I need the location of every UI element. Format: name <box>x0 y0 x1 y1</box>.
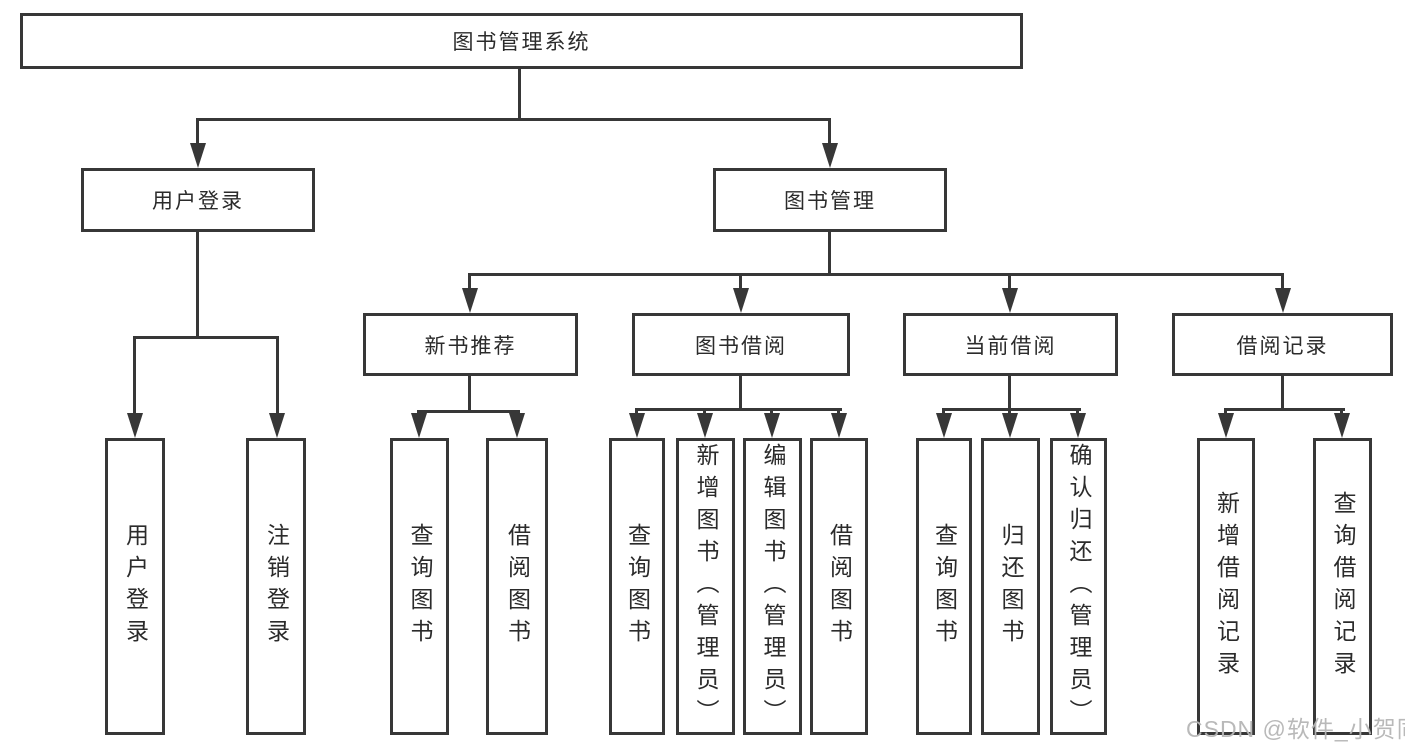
connector-user-login-bus <box>133 336 279 339</box>
node-book-management: 图书管理 <box>713 168 947 232</box>
connector-arrow-shaft-leaf-user-login <box>133 336 136 418</box>
connector-arrow-shaft-borrow-record <box>1281 273 1284 295</box>
leaf-query-book-borrow: 查询图书 <box>609 438 665 735</box>
connector-arrow-shaft-new-book <box>468 273 471 295</box>
leaf-label: 用户登录 <box>122 522 149 651</box>
node-label: 图书管理 <box>784 190 876 213</box>
node-label: 用户登录 <box>152 190 244 213</box>
connector-level3-bus <box>468 273 1284 276</box>
arrowhead-leaf-logout <box>269 413 285 438</box>
node-borrow-record: 借阅记录 <box>1172 313 1393 376</box>
connector-arrow-shaft-current-borrow <box>1008 273 1011 295</box>
leaf-label: 查询图书 <box>931 522 958 651</box>
csdn-watermark: CSDN @软件_小贺同学 <box>1186 716 1405 742</box>
arrowhead-add-record <box>1218 413 1234 438</box>
node-label: 图书借阅 <box>695 334 787 358</box>
arrowhead-query-record <box>1334 413 1350 438</box>
node-library-system: 图书管理系统 <box>20 13 1023 69</box>
node-book-borrow: 图书借阅 <box>632 313 850 376</box>
leaf-query-book-current: 查询图书 <box>916 438 972 735</box>
connector-arrow-shaft-book-management <box>828 118 831 148</box>
connector-new-book-bus <box>417 410 520 413</box>
leaf-edit-book-admin: 编辑图书（管理员） <box>743 438 802 735</box>
arrowhead-query-book-c <box>936 413 952 438</box>
connector-borrow-record-bus <box>1224 408 1345 411</box>
arrowhead-query-book-a <box>411 413 427 438</box>
leaf-label: 查询借阅记录 <box>1330 490 1356 683</box>
arrowhead-current-borrow <box>1002 288 1018 313</box>
arrowhead-new-book <box>462 288 478 313</box>
leaf-user-login: 用户登录 <box>105 438 165 735</box>
node-label: 当前借阅 <box>964 334 1057 358</box>
leaf-borrow-book-recommend: 借阅图书 <box>486 438 548 735</box>
connector-book-management-stem <box>828 232 831 276</box>
arrowhead-confirm-return <box>1070 413 1086 438</box>
arrowhead-borrow-record <box>1275 288 1291 313</box>
leaf-query-borrow-record: 查询借阅记录 <box>1313 438 1372 735</box>
connector-arrow-shaft-user-login <box>196 118 199 148</box>
connector-arrow-shaft-leaf-logout <box>276 336 279 418</box>
leaf-label: 新增图书（管理员） <box>693 442 719 731</box>
node-label: 借阅记录 <box>1236 334 1329 358</box>
arrowhead-borrow-book-a <box>509 413 525 438</box>
connector-borrow-record-stem <box>1281 376 1284 410</box>
connector-root-bus <box>197 118 831 121</box>
connector-arrow-shaft-book-borrow <box>739 273 742 295</box>
node-new-book-recommend: 新书推荐 <box>363 313 578 376</box>
connector-book-borrow-bus <box>635 408 842 411</box>
leaf-label: 借阅图书 <box>504 522 531 651</box>
leaf-confirm-return-admin: 确认归还（管理员） <box>1050 438 1107 735</box>
leaf-label: 查询图书 <box>624 522 651 651</box>
node-label: 图书管理系统 <box>452 31 591 54</box>
leaf-label: 查询图书 <box>407 522 433 651</box>
leaf-borrow-book: 借阅图书 <box>810 438 868 735</box>
arrowhead-book-borrow <box>733 288 749 313</box>
connector-current-borrow-stem <box>1008 376 1011 410</box>
leaf-return-book: 归还图书 <box>981 438 1040 735</box>
leaf-add-book-admin: 新增图书（管理员） <box>676 438 735 735</box>
arrowhead-add-book <box>697 413 713 438</box>
node-current-borrow: 当前借阅 <box>903 313 1118 376</box>
arrowhead-leaf-user-login <box>127 413 143 438</box>
arrowhead-query-book-b <box>629 413 645 438</box>
arrowhead-return-book <box>1002 413 1018 438</box>
leaf-label: 注销登录 <box>263 522 290 651</box>
leaf-label: 确认归还（管理员） <box>1066 442 1092 731</box>
connector-book-borrow-stem <box>739 376 742 410</box>
connector-user-login-stem <box>196 232 199 339</box>
connector-root-stem <box>518 68 521 120</box>
leaf-label: 归还图书 <box>998 522 1024 651</box>
leaf-query-book-recommend: 查询图书 <box>390 438 449 735</box>
leaf-label: 新增借阅记录 <box>1213 490 1240 683</box>
leaf-logout-login: 注销登录 <box>246 438 306 735</box>
arrowhead-borrow-book-b <box>831 413 847 438</box>
leaf-add-borrow-record: 新增借阅记录 <box>1197 438 1255 735</box>
arrowhead-edit-book <box>764 413 780 438</box>
node-user-login: 用户登录 <box>81 168 315 232</box>
leaf-label: 编辑图书（管理员） <box>760 442 786 731</box>
arrowhead-book-management <box>822 143 838 168</box>
arrowhead-user-login <box>190 143 206 168</box>
node-label: 新书推荐 <box>424 334 517 358</box>
connector-new-book-stem <box>468 376 471 412</box>
connector-current-borrow-bus <box>942 408 1081 411</box>
leaf-label: 借阅图书 <box>826 522 853 651</box>
